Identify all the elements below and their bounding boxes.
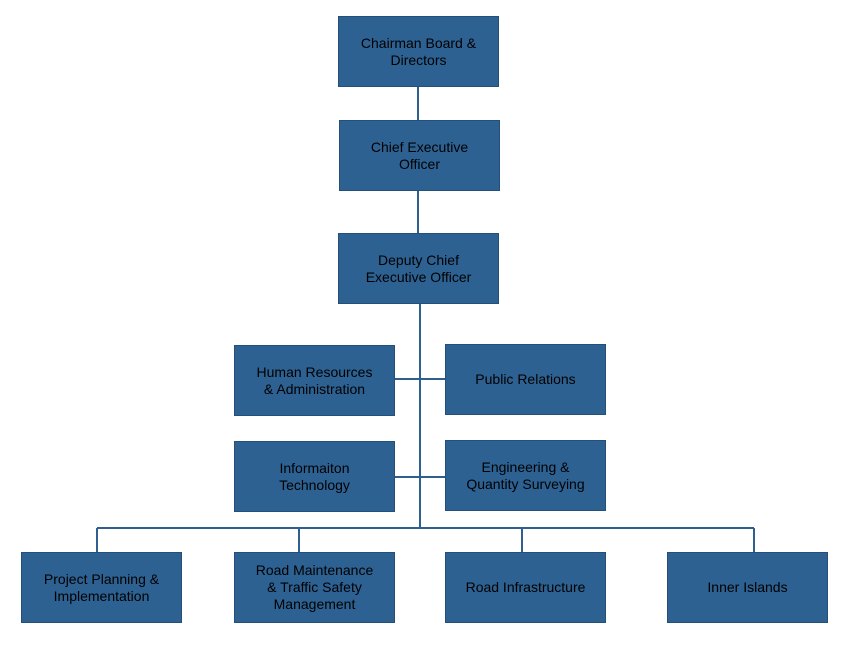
node-hr-label: Human Resources & Administration <box>256 363 373 397</box>
node-hr: Human Resources & Administration <box>234 345 395 416</box>
node-pr: Public Relations <box>445 344 606 415</box>
node-engineering: Engineering & Quantity Surveying <box>445 440 606 511</box>
node-project-planning-label: Project Planning & Implementation <box>43 570 160 604</box>
node-engineering-label: Engineering & Quantity Surveying <box>466 458 585 492</box>
node-inner-islands-label: Inner Islands <box>707 579 788 595</box>
node-inner-islands: Inner Islands <box>667 552 828 623</box>
node-ceo-label: Chief Executive Officer <box>370 138 469 172</box>
node-it-label: Informaiton Technology <box>279 459 350 493</box>
node-chairman-label: Chairman Board & Directors <box>360 34 477 68</box>
node-deputy-ceo-label: Deputy Chief Executive Officer <box>365 251 472 285</box>
node-road-maintenance: Road Maintenance & Traffic Safety Manage… <box>234 552 395 623</box>
node-project-planning: Project Planning & Implementation <box>21 552 182 623</box>
node-pr-label: Public Relations <box>475 371 576 387</box>
node-road-maintenance-label: Road Maintenance & Traffic Safety Manage… <box>255 562 374 612</box>
node-chairman: Chairman Board & Directors <box>338 16 499 87</box>
node-road-infrastructure-label: Road Infrastructure <box>465 579 586 595</box>
node-ceo: Chief Executive Officer <box>339 120 500 191</box>
node-it: Informaiton Technology <box>234 441 395 512</box>
node-deputy-ceo: Deputy Chief Executive Officer <box>338 233 499 304</box>
node-road-infrastructure: Road Infrastructure <box>445 552 606 623</box>
